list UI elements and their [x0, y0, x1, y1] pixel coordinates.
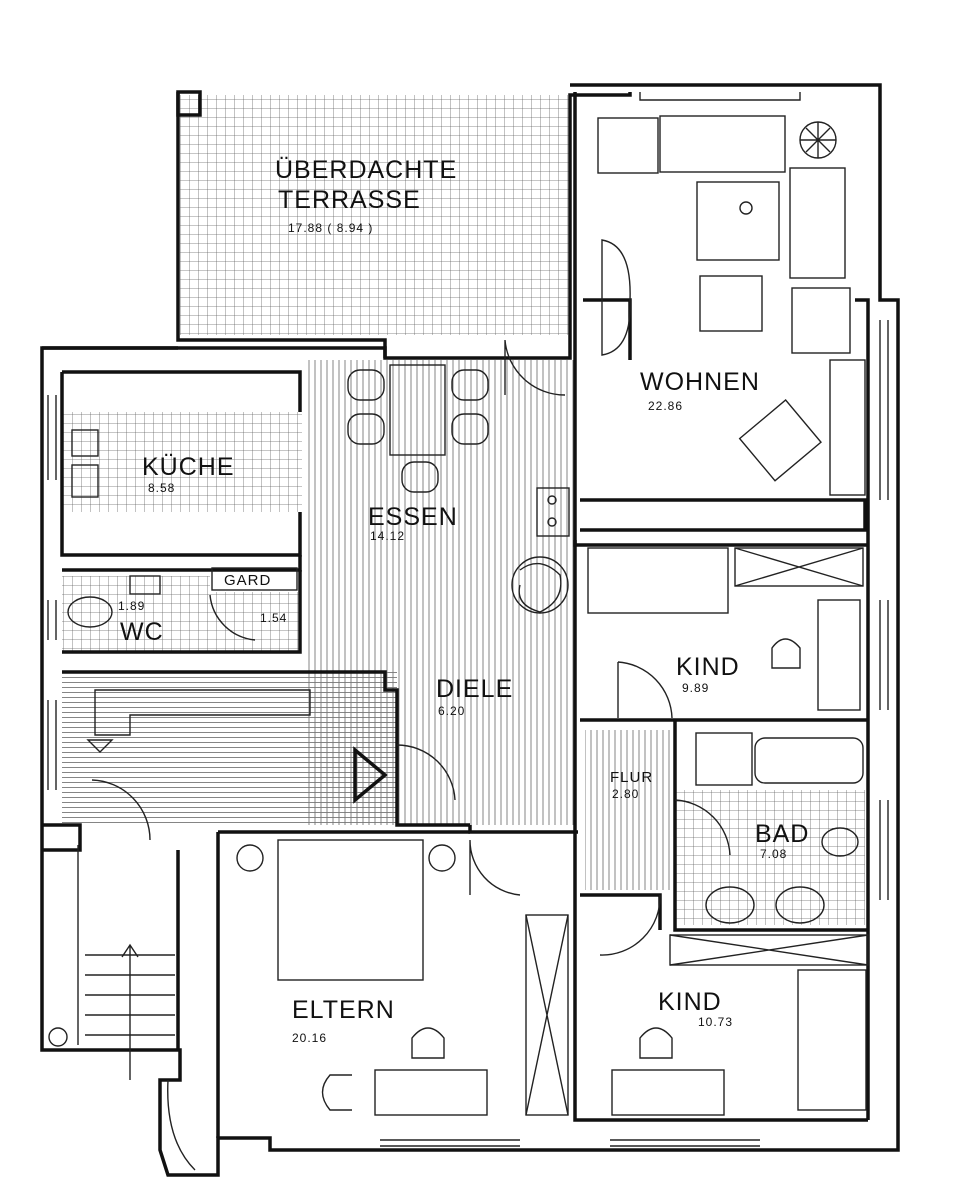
terrace-tiles: [180, 95, 570, 335]
entrance-triangle-icon: [353, 746, 388, 804]
flur-floor: [585, 730, 677, 890]
windows: [47, 92, 889, 1147]
room-labels: ÜBERDACHTE TERRASSE 17.88 ( 8.94 ) WOHNE…: [118, 156, 809, 1045]
door-kind2: [599, 894, 661, 956]
area-diele: 6.20: [438, 704, 465, 718]
area-bad: 7.08: [760, 847, 787, 861]
gard-cabinet: [211, 567, 298, 591]
label-kueche: KÜCHE: [142, 453, 235, 481]
label-flur: FLUR: [610, 769, 653, 786]
door-kind1: [617, 661, 673, 719]
door-stair: [91, 779, 151, 841]
wc-tiles: [62, 576, 210, 652]
door-entrance: [396, 744, 456, 801]
gard-tiles: [210, 592, 300, 652]
area-terrasse: 17.88 ( 8.94 ): [288, 221, 373, 235]
floor-textures: [62, 95, 865, 925]
kitchen-tiles: [62, 412, 302, 512]
label-kind2: KIND: [658, 988, 722, 1016]
area-gard: 1.54: [260, 611, 287, 625]
label-eltern: ELTERN: [292, 996, 395, 1024]
area-essen: 14.12: [370, 529, 405, 543]
eltern-furniture: [167, 839, 569, 1171]
kitchen-furniture: [71, 429, 99, 498]
hall-floor: [62, 672, 397, 824]
label-terrasse-line1: ÜBERDACHTE: [275, 156, 457, 184]
label-essen: ESSEN: [368, 503, 458, 531]
door-wohnen: [504, 339, 566, 396]
kind1-furniture: [587, 547, 864, 711]
living-furniture: [597, 115, 866, 496]
label-kind1: KIND: [676, 653, 740, 681]
walls: [40, 83, 900, 1177]
area-eltern: 20.16: [292, 1031, 327, 1045]
area-flur: 2.80: [612, 787, 639, 801]
area-kind1: 9.89: [682, 681, 709, 695]
label-bad: BAD: [755, 820, 809, 848]
area-wc: 1.89: [118, 599, 145, 613]
label-diele: DIELE: [436, 675, 513, 703]
area-kind2: 10.73: [698, 1015, 733, 1029]
area-wohnen: 22.86: [648, 399, 683, 413]
bed-icon: [277, 839, 424, 981]
label-wc: WC: [120, 618, 164, 646]
door-bad: [674, 799, 731, 856]
dining-furniture: [347, 364, 570, 614]
doors: [91, 339, 731, 956]
door-wc: [209, 594, 256, 641]
stairs: [48, 689, 388, 1080]
wc-furniture: [67, 567, 298, 628]
plant-icon: [511, 556, 569, 614]
area-kueche: 8.58: [148, 481, 175, 495]
bath-furniture: [695, 732, 864, 924]
label-terrasse-line2: TERRASSE: [278, 186, 421, 214]
arrow-up-icon: [121, 943, 139, 1080]
kind2-furniture: [611, 934, 869, 1116]
label-wohnen: WOHNEN: [640, 368, 760, 396]
door-eltern: [469, 839, 521, 896]
label-gard: GARD: [224, 572, 271, 589]
